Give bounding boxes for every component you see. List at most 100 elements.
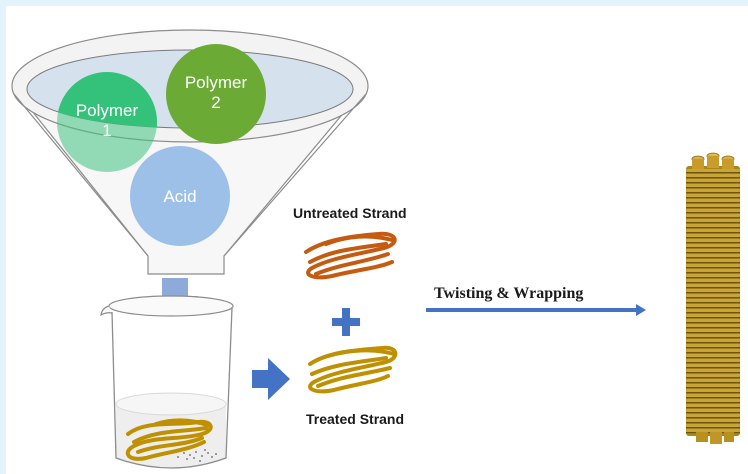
right-arrow-icon	[252, 358, 290, 400]
yarn-wrap-shadow	[686, 357, 740, 359]
yarn-wrap-shadow	[686, 407, 740, 409]
polymer-2-circle	[166, 44, 266, 144]
yarn-wrap-band	[686, 274, 740, 277]
funnel-cone-edges	[13, 93, 367, 257]
yarn-wrap-band	[686, 234, 740, 237]
yarn-wrap-band	[686, 184, 740, 187]
yarn-wrap-shadow	[686, 417, 740, 419]
yarn-wrap-shadow	[686, 422, 740, 424]
yarn-wrap-shadow	[686, 292, 740, 294]
yarn-wrap-band	[686, 209, 740, 212]
yarn-wrap-band	[686, 269, 740, 272]
yarn-wrap-band	[686, 239, 740, 242]
plus-icon	[332, 308, 360, 336]
yarn-wrap-band	[686, 279, 740, 282]
yarn-wrap-shadow	[686, 237, 740, 239]
yarn-wrap-band	[686, 169, 740, 172]
yarn-wrap-shadow	[686, 252, 740, 254]
yarn-wrap-shadow	[686, 297, 740, 299]
yarn-wrap-band	[686, 324, 740, 327]
yarn-wrap-band	[686, 319, 740, 322]
yarn-wrap-band	[686, 374, 740, 377]
polymer-1-label-line2: 1	[102, 121, 111, 140]
yarn-wrap-band	[686, 314, 740, 317]
acid-label: Acid	[163, 187, 196, 206]
yarn-wrap-shadow	[686, 207, 740, 209]
yarn-wrap-band	[686, 344, 740, 347]
yarn-wrap-band	[686, 259, 740, 262]
yarn-wrap-band	[686, 354, 740, 357]
yarn-wrap-shadow	[686, 317, 740, 319]
yarn-wrap-shadow	[686, 232, 740, 234]
liquid-surface	[115, 392, 227, 416]
yarn-wrap-shadow	[686, 302, 740, 304]
yarn-wrap-band	[686, 349, 740, 352]
yarn-wrap-band	[686, 299, 740, 302]
yarn-wrap-band	[686, 244, 740, 247]
yarn-wrap-shadow	[686, 427, 740, 429]
yarn-wrap-band	[686, 214, 740, 217]
yarn-wrap-shadow	[686, 332, 740, 334]
yarn-wrap-band	[686, 394, 740, 397]
mixing-funnel: Polymer 1 Polymer 2 Acid	[11, 29, 369, 275]
process-diagram: Polymer 1 Polymer 2 Acid	[11, 29, 740, 469]
untreated-strand	[304, 231, 397, 280]
yarn-wrap-shadow	[686, 352, 740, 354]
polymer-2-label-line1: Polymer	[185, 73, 248, 92]
twisting-wrapping-label: Twisting & Wrapping	[434, 285, 583, 302]
yarn-wrap-shadow	[686, 212, 740, 214]
yarn-wrap-shadow	[686, 202, 740, 204]
yarn-wrap-shadow	[686, 307, 740, 309]
yarn-wrap-band	[686, 284, 740, 287]
yarn-wrap-shadow	[686, 387, 740, 389]
yarn-wrap-shadow	[686, 192, 740, 194]
yarn-wrap-band	[686, 399, 740, 402]
yarn-wrap-shadow	[686, 247, 740, 249]
yarn-wrap-band	[686, 229, 740, 232]
yarn-wrap-band	[686, 189, 740, 192]
sediment	[177, 449, 217, 462]
process-arrow-icon	[426, 304, 646, 316]
polymer-2-label-line2: 2	[211, 93, 220, 112]
yarn-wraps	[686, 169, 740, 434]
yarn-wrap-shadow	[686, 187, 740, 189]
yarn-wrap-shadow	[686, 242, 740, 244]
yarn-wrap-shadow	[686, 267, 740, 269]
yarn-wrap-shadow	[686, 257, 740, 259]
yarn-wrap-band	[686, 174, 740, 177]
yarn-wrap-shadow	[686, 272, 740, 274]
yarn-wrap-band	[686, 179, 740, 182]
yarn-wrap-band	[686, 309, 740, 312]
yarn-wrap-band	[686, 364, 740, 367]
yarn-wrap-band	[686, 194, 740, 197]
yarn-wrap-shadow	[686, 227, 740, 229]
yarn-wrap-band	[686, 419, 740, 422]
yarn-wrap-band	[686, 359, 740, 362]
acid-circle	[130, 146, 230, 246]
beaker	[100, 295, 234, 469]
yarn-wrap-shadow	[686, 397, 740, 399]
yarn-wrap-band	[686, 294, 740, 297]
yarn-wrap-band	[686, 334, 740, 337]
polymer-1-circle	[57, 72, 157, 128]
beaker-glass	[111, 307, 233, 469]
yarn-wrap-shadow	[686, 372, 740, 374]
yarn-wrap-band	[686, 369, 740, 372]
yarn-wrap-shadow	[686, 287, 740, 289]
yarn-wrap-shadow	[686, 197, 740, 199]
yarn-wrap-band	[686, 429, 740, 432]
yarn-wrap-shadow	[686, 392, 740, 394]
yarn-wrap-shadow	[686, 182, 740, 184]
treated-strand	[308, 345, 398, 394]
wrapped-yarn	[686, 152, 740, 444]
beaker-fiber	[125, 418, 213, 461]
treated-strand-label: Treated Strand	[306, 411, 404, 427]
yarn-wrap-band	[686, 329, 740, 332]
yarn-wrap-band	[686, 404, 740, 407]
yarn-wrap-shadow	[686, 262, 740, 264]
yarn-wrap-band	[686, 414, 740, 417]
yarn-wrap-shadow	[686, 342, 740, 344]
yarn-wrap-shadow	[686, 312, 740, 314]
yarn-wrap-shadow	[686, 282, 740, 284]
